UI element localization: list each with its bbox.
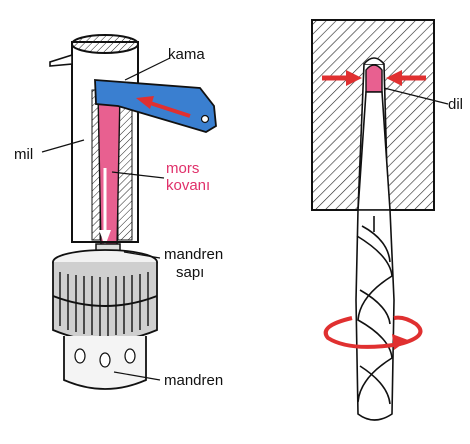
- wedge-arrow-shaft: [149, 101, 191, 118]
- chuck-key-hole-2: [99, 352, 111, 368]
- drill-tang: [365, 64, 383, 93]
- chuck-band: [52, 295, 158, 307]
- wedge: [94, 79, 217, 133]
- left-leaders: [41, 57, 171, 381]
- label-mandren: mandren: [164, 372, 224, 389]
- chuck: [52, 243, 158, 390]
- leader-dil: [383, 87, 449, 105]
- wedge-hole: [200, 114, 210, 124]
- label-mors-line2: kovanı: [166, 177, 211, 194]
- spindle-top: [71, 34, 139, 54]
- clamp-arrow-left-head: [346, 70, 362, 86]
- drill-bit: [323, 64, 423, 421]
- label-dil: dil: [448, 96, 464, 113]
- socket-bore-top: [363, 57, 385, 65]
- spindle-tab: [49, 53, 73, 67]
- leader-mandren: [113, 371, 161, 381]
- rotation-arrow-head: [392, 334, 408, 350]
- chuck-key-hole-3: [124, 348, 136, 364]
- chuck-key-hole-1: [74, 348, 86, 364]
- down-arrow-head: [99, 230, 111, 246]
- label-kama: kama: [168, 46, 205, 63]
- spindle-assembly: [49, 34, 139, 249]
- leader-mors: [111, 171, 165, 179]
- leader-mandren-sapi: [123, 251, 161, 259]
- clamp-arrows: [322, 70, 426, 86]
- morse-sleeve: [97, 91, 121, 249]
- clamp-arrow-right-head: [386, 70, 402, 86]
- label-mandren-sapi-line2: sapı: [176, 264, 205, 281]
- leader-kama: [124, 57, 171, 81]
- label-mandren-sapi-line1: mandren: [164, 246, 224, 263]
- drill-flutes: [356, 216, 393, 405]
- leader-mil: [41, 139, 85, 153]
- label-mil: mil: [14, 146, 34, 163]
- wedge-arrow-head: [136, 96, 154, 109]
- label-mors-line1: mors: [166, 160, 200, 177]
- drill-body: [355, 209, 395, 421]
